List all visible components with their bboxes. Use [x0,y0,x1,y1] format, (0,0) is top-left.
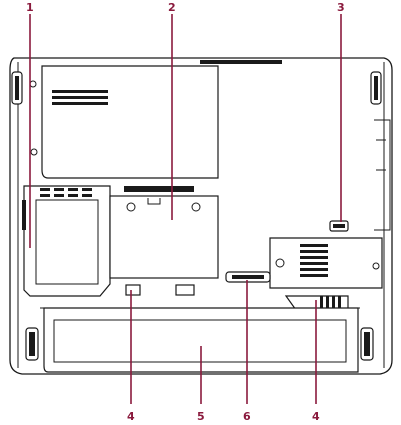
memory-slot-cover [109,195,219,279]
callout-1: 1 [26,1,34,14]
rubber-feet [11,71,382,361]
battery-slide-latch [225,271,271,283]
callout-4-right: 4 [312,410,320,423]
leader-lines [29,14,342,404]
callout-2: 2 [168,1,176,14]
top-vent [200,60,282,64]
middle-vent [124,186,194,192]
wireless-card-cover [269,237,383,289]
hard-disk-cover [22,185,111,297]
callout-3: 3 [337,1,345,14]
callout-5: 5 [197,410,205,423]
callout-6: 6 [243,410,251,423]
hdd-vents [40,188,92,197]
right-latch [329,220,349,232]
callout-4-left: 4 [127,410,135,423]
upper-cover [29,65,219,179]
callout-labels: 1 2 3 4 5 6 4 [26,1,345,423]
battery-pack [43,307,359,373]
center-lock-tabs [125,284,195,296]
